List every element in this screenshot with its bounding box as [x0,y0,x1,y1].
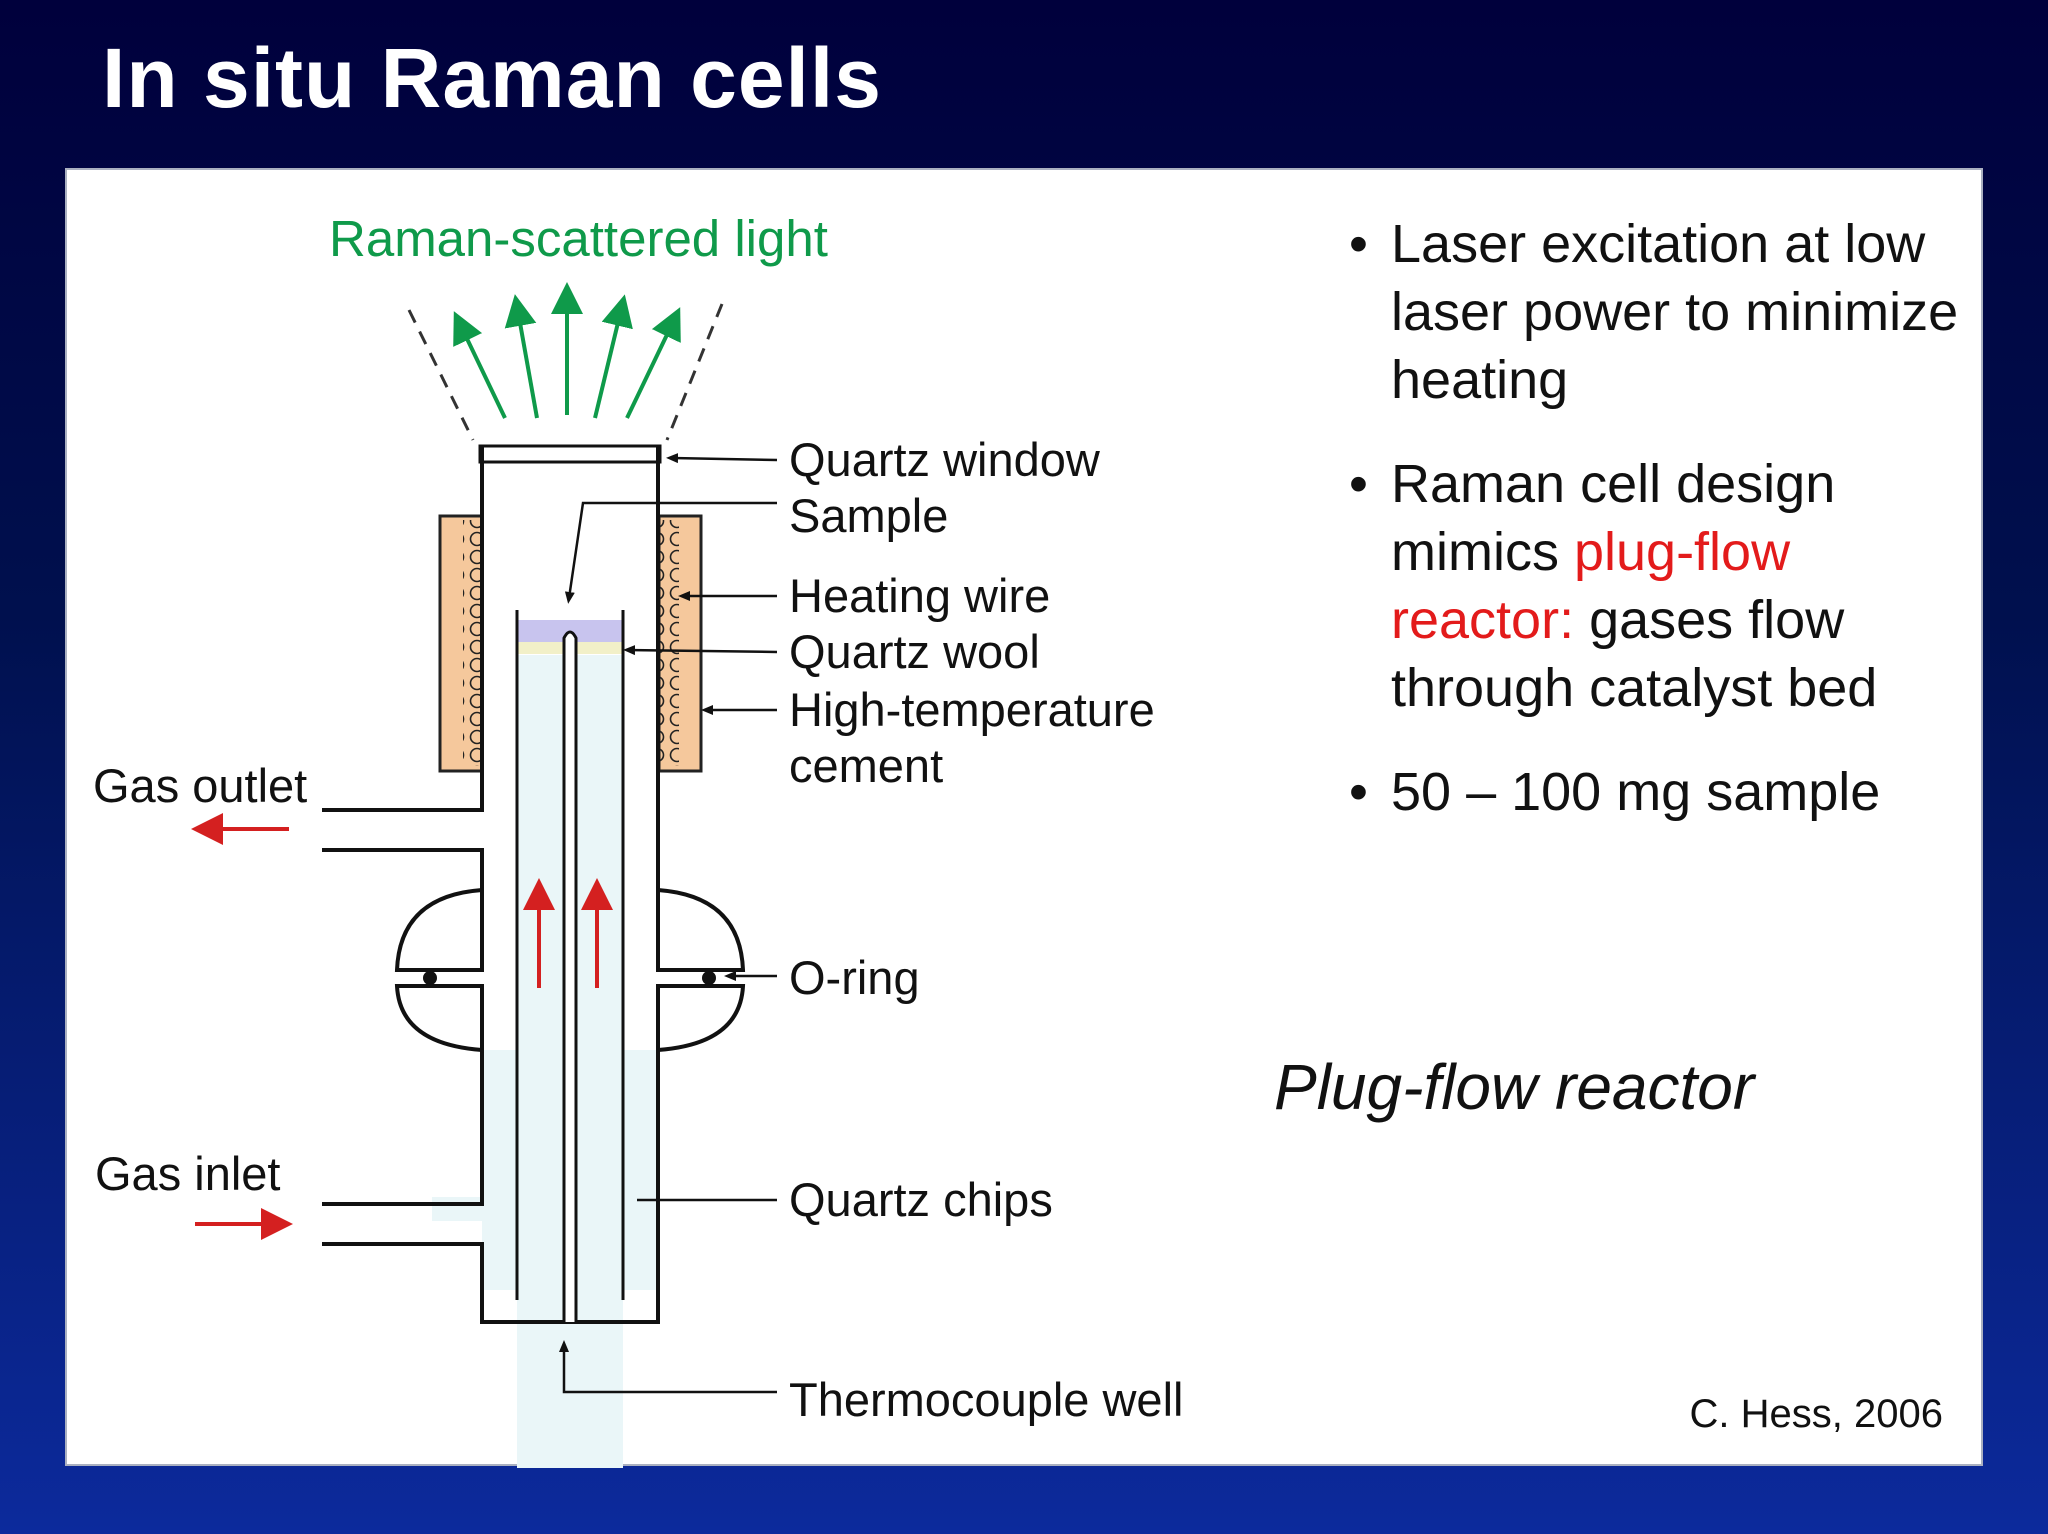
cement-label-line2: cement [789,739,943,792]
light-arrow [593,294,633,419]
light-cone-left-edge [407,309,475,441]
bullet-item: Laser excitation at low laser power to m… [1349,210,1969,414]
light-cone-right-edge [665,303,724,441]
quartz-window [478,444,662,464]
bullet-text: Laser excitation at low laser power to m… [1391,214,1959,410]
sample-label: Sample [789,489,948,542]
quartz-chips-label: Quartz chips [789,1173,1053,1226]
scattered-light-label: Raman-scattered light [329,210,828,267]
o-ring-right [702,971,716,985]
heating-wire-label: Heating wire [789,569,1050,622]
heating-wire-right [659,520,679,766]
cell-outer-walls [322,446,660,1324]
bullet-text: 50 – 100 mg sample [1391,762,1881,822]
gas-inlet-label: Gas inlet [95,1147,280,1200]
quartz-window-leader [666,453,778,464]
bullet-item: 50 – 100 mg sample [1349,758,1969,826]
scattered-light-arrows [453,282,681,419]
thermocouple-well-label: Thermocouple well [789,1373,1183,1426]
o-ring-left [423,971,437,985]
quartz-wool-leader [623,645,778,656]
plug-flow-caption: Plug-flow reactor [1274,1051,1755,1123]
raman-cell-diagram: Raman-scattered light [93,210,1183,1468]
bullet-highlight-text: plug-flow reactor: [1391,522,1791,650]
light-arrow [453,311,507,419]
leader-lines [559,453,778,1394]
light-arrow [625,307,681,419]
flanges [394,887,746,1053]
bullet-item: Raman cell design mimics plug-flow react… [1349,450,1969,722]
content-panel: Raman-scattered light [65,168,1983,1468]
gas-flow-arrows [191,813,613,1240]
gas-outlet-label: Gas outlet [93,759,307,812]
sample-leader [564,501,777,604]
quartz-wool-label: Quartz wool [789,625,1040,678]
sample-tube [515,610,625,1300]
quartz-window-label: Quartz window [789,433,1101,486]
bullet-text: Raman cell design mimics [1391,454,1836,582]
light-arrow [504,294,539,419]
heating-wire-left [463,520,483,766]
cement-label-line1: High-temperature [789,683,1155,736]
slide-title: In situ Raman cells [102,31,882,125]
thermocouple-well [562,630,578,1322]
bullet-list: Laser excitation at low laser power to m… [1349,210,1969,862]
o-ring-label: O-ring [789,951,920,1004]
credit-text: C. Hess, 2006 [1689,1392,1943,1436]
thermocouple-leader [559,1340,777,1394]
bullet-text: gases flow through catalyst bed [1391,590,1878,718]
gas-inlet-fill [432,1197,482,1221]
